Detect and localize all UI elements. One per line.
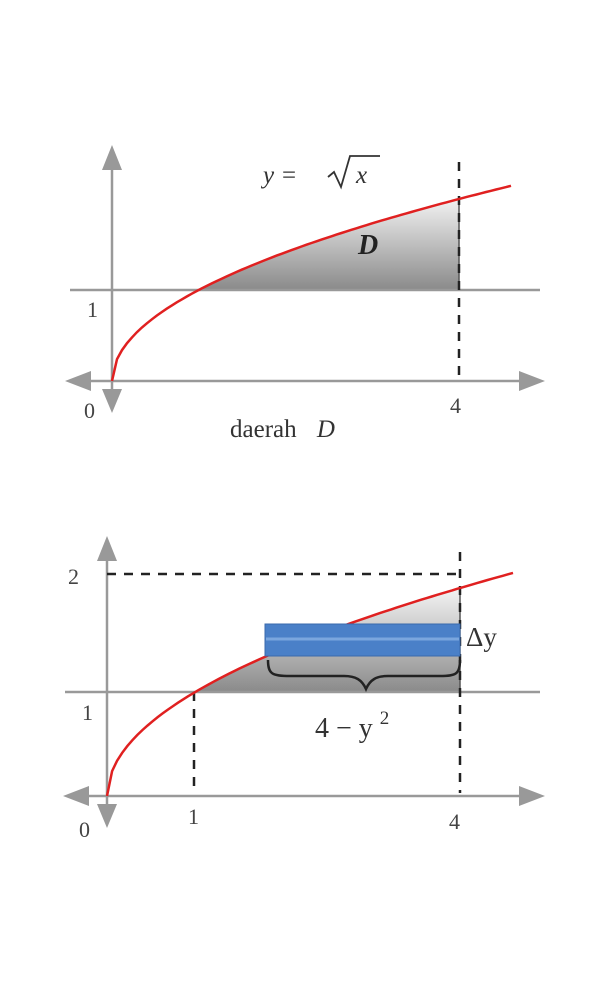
x-axis-arrow-right bbox=[519, 371, 545, 391]
width-label: 4 − y 2 bbox=[315, 708, 389, 744]
x-axis-arrow-left bbox=[63, 786, 89, 806]
region-d-shaded bbox=[198, 198, 460, 291]
y-axis-arrow-up bbox=[102, 145, 122, 170]
bottom-panel: Δy 4 − y 2 2 1 0 1 4 bbox=[63, 536, 545, 842]
tick-label-y-2: 2 bbox=[68, 564, 79, 589]
x-axis-arrow-right bbox=[519, 786, 545, 806]
region-label-d: D bbox=[357, 230, 378, 261]
tick-label-origin: 0 bbox=[84, 398, 95, 423]
equation-radicand: x bbox=[355, 162, 367, 189]
y-axis-arrow-up bbox=[97, 536, 117, 561]
y-axis-arrow-down bbox=[97, 804, 117, 828]
radical-sign bbox=[327, 155, 380, 190]
y-axis-arrow-down bbox=[102, 389, 122, 413]
top-panel: y = x D 1 0 4 daerah D bbox=[65, 145, 545, 443]
width-brace bbox=[266, 659, 462, 693]
caption: daerah D bbox=[230, 416, 335, 443]
curve-sqrt-x bbox=[110, 184, 512, 382]
strip-label-delta-y: Δy bbox=[466, 622, 497, 652]
x-axis-arrow-left bbox=[65, 371, 91, 391]
tick-label-x-4: 4 bbox=[450, 393, 461, 418]
tick-label-origin: 0 bbox=[79, 817, 90, 842]
tick-label-x-4: 4 bbox=[449, 809, 460, 834]
tick-label-y-1: 1 bbox=[87, 297, 98, 322]
equation-label: y = bbox=[260, 162, 297, 189]
tick-label-y-1: 1 bbox=[82, 700, 93, 725]
tick-label-x-1: 1 bbox=[188, 804, 199, 829]
